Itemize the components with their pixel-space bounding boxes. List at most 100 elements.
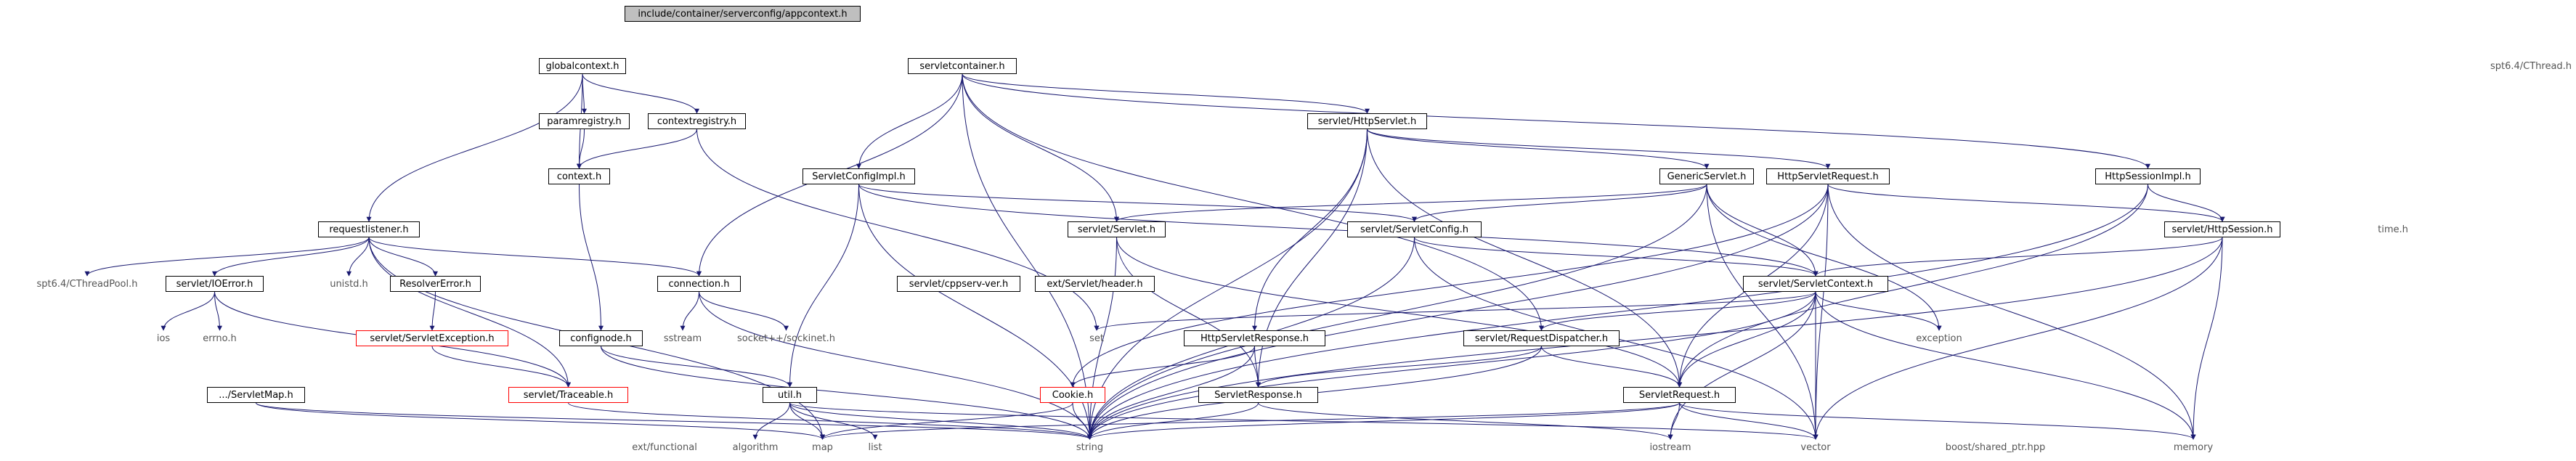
node-shared-ptr[interactable]: boost/shared_ptr.hpp <box>1945 441 2046 453</box>
edge-genericservlet-to-servletconfig <box>1412 184 1707 222</box>
edge-resolvererror-to-servletexception <box>429 291 436 331</box>
node-requestdispatcher[interactable]: servlet/RequestDispatcher.h <box>1463 330 1620 346</box>
node-cppserv-ver[interactable]: servlet/cppserv-ver.h <box>897 276 1020 292</box>
node-time-h[interactable]: time.h <box>2378 224 2408 235</box>
edge-servletrequest-to-vector <box>1679 402 1819 440</box>
node-servletresponse[interactable]: ServletResponse.h <box>1198 387 1318 403</box>
node-httpsession[interactable]: servlet/HttpSession.h <box>2164 221 2280 237</box>
edge-servletcontext-to-memory <box>1815 291 2196 440</box>
node-servlet[interactable]: servlet/Servlet.h <box>1068 221 1166 237</box>
edge-servletconfigimpl-to-servletconfig <box>858 184 1417 222</box>
node-servletcontainer[interactable]: servletcontainer.h <box>908 58 1017 74</box>
edge-connection-to-string <box>699 291 1092 440</box>
node-servletconfigimpl[interactable]: ServletConfigImpl.h <box>803 168 915 184</box>
node-httpservletrequest[interactable]: HttpServletRequest.h <box>1766 168 1890 184</box>
node-servletrequest[interactable]: ServletRequest.h <box>1623 387 1736 403</box>
edge-servletcontainer-to-servletconfigimpl <box>856 73 963 169</box>
node-paramregistry[interactable]: paramregistry.h <box>539 113 630 129</box>
edge-servletconfigimpl-to-servletcontext <box>858 184 1819 277</box>
edge-httpservletresponse-to-string <box>1087 346 1255 440</box>
edge-genericservlet-to-exception <box>1706 184 1942 331</box>
node-set[interactable]: set <box>1089 333 1104 344</box>
node-servletmap[interactable]: .../ServletMap.h <box>207 387 305 403</box>
edge-httpsessionimpl-to-string <box>1087 184 2148 440</box>
node-httpsessionimpl[interactable]: HttpSessionImpl.h <box>2095 168 2201 184</box>
node-resolvererror[interactable]: ResolverError.h <box>390 276 481 292</box>
edge-servletresponse-to-iostream <box>1258 402 1673 440</box>
edge-servletcontext-to-exception <box>1815 291 1942 331</box>
node-sockinet[interactable]: socket++/sockinet.h <box>737 333 835 344</box>
node-ext-header[interactable]: ext/Servlet/header.h <box>1035 276 1155 292</box>
node-confignode[interactable]: confignode.h <box>559 330 643 346</box>
node-sstream[interactable]: sstream <box>663 333 702 344</box>
node-string[interactable]: string <box>1076 441 1104 453</box>
edge-connection-to-sockinet <box>699 291 789 331</box>
edge-requestdispatcher-to-servletresponse <box>1256 346 1542 388</box>
edge-servletexception-to-traceable <box>431 346 571 388</box>
node-ioerror[interactable]: servlet/IOError.h <box>166 276 264 292</box>
edge-servlet-to-string <box>1087 237 1117 440</box>
node-context[interactable]: context.h <box>548 168 610 184</box>
node-cthreadpool[interactable]: spt6.4/CThreadPool.h <box>36 278 138 290</box>
edge-httpsessionimpl-to-httpsession <box>2148 184 2225 222</box>
node-memory[interactable]: memory <box>2173 441 2214 453</box>
edge-ioerror-to-ios <box>161 291 215 331</box>
edge-confignode-to-string <box>601 346 1092 440</box>
edge-httpservletrequest-to-memory <box>1827 184 2196 440</box>
node-ext-functional[interactable]: ext/functional <box>632 441 697 453</box>
node-errno[interactable]: errno.h <box>203 333 237 344</box>
node-globalcontext[interactable]: globalcontext.h <box>539 58 626 74</box>
edge-connection-to-sstream <box>680 291 699 331</box>
edge-requestlistener-to-resolvererror <box>368 237 438 277</box>
node-util[interactable]: util.h <box>763 387 817 403</box>
edge-servletcontainer-to-httpsessionimpl <box>962 73 2150 169</box>
node-list[interactable]: list <box>868 441 882 453</box>
edge-httpservlet-to-genericservlet <box>1367 128 1710 169</box>
edge-servletcontext-to-requestdispatcher <box>1539 291 1816 331</box>
node-ios[interactable]: ios <box>156 333 171 344</box>
edge-servletcontext-to-iostream <box>1667 291 1816 440</box>
edge-httpsession-to-memory <box>2190 237 2223 440</box>
node-map[interactable]: map <box>812 441 833 453</box>
node-unistd[interactable]: unistd.h <box>330 278 368 290</box>
node-servletexception[interactable]: servlet/ServletException.h <box>356 330 508 346</box>
node-servletcontext[interactable]: servlet/ServletContext.h <box>1743 276 1888 292</box>
edge-httpsession-to-servletcontext <box>1813 237 2223 277</box>
node-root-appcontext[interactable]: include/container/serverconfig/appcontex… <box>625 6 861 22</box>
edge-util-to-list <box>789 402 878 440</box>
edge-requestlistener-to-traceable <box>368 237 571 388</box>
node-exception[interactable]: exception <box>1916 333 1962 344</box>
node-servletconfig[interactable]: servlet/ServletConfig.h <box>1347 221 1482 237</box>
edge-util-to-algorithm <box>752 402 790 440</box>
edge-ioerror-to-errno <box>214 291 222 331</box>
edge-httpservlet-to-servletresponse <box>1256 128 1368 388</box>
node-genericservlet[interactable]: GenericServlet.h <box>1659 168 1754 184</box>
node-traceable[interactable]: servlet/Traceable.h <box>508 387 628 403</box>
node-contextregistry[interactable]: contextregistry.h <box>648 113 746 129</box>
edge-httpservletrequest-to-string <box>1087 184 1829 440</box>
edge-genericservlet-to-servletcontext <box>1706 184 1819 277</box>
edge-contextregistry-to-set <box>696 128 1100 331</box>
node-httpservletresponse[interactable]: HttpServletResponse.h <box>1184 330 1325 346</box>
edge-httpsession-to-vector <box>1813 237 2223 440</box>
node-cthread[interactable]: spt6.4/CThread.h <box>2490 60 2572 72</box>
edge-servletconfig-to-servletcontext <box>1414 237 1819 277</box>
edge-cookie-to-map <box>820 402 1073 440</box>
edge-servlet-to-servletresponse <box>1116 237 1261 388</box>
edge-util-to-vector <box>789 402 1819 440</box>
edge-requestlistener-to-unistd <box>346 237 370 277</box>
node-requestlistener[interactable]: requestlistener.h <box>318 221 420 237</box>
node-cookie[interactable]: Cookie.h <box>1040 387 1105 403</box>
node-httpservlet[interactable]: servlet/HttpServlet.h <box>1307 113 1427 129</box>
edge-servletcontext-to-set <box>1094 291 1816 331</box>
edge-httpservletrequest-to-cookie <box>1070 184 1829 388</box>
node-iostream[interactable]: iostream <box>1649 441 1691 453</box>
edge-servletcontainer-to-requestdispatcher <box>962 73 1544 331</box>
edge-servletcontainer-to-httpservlet <box>962 73 1370 114</box>
node-algorithm[interactable]: algorithm <box>732 441 779 453</box>
node-connection[interactable]: connection.h <box>657 276 741 292</box>
node-vector[interactable]: vector <box>1800 441 1831 453</box>
edge-servlet-to-servletrequest <box>1116 237 1682 388</box>
edge-servletresponse-to-string <box>1087 402 1259 440</box>
